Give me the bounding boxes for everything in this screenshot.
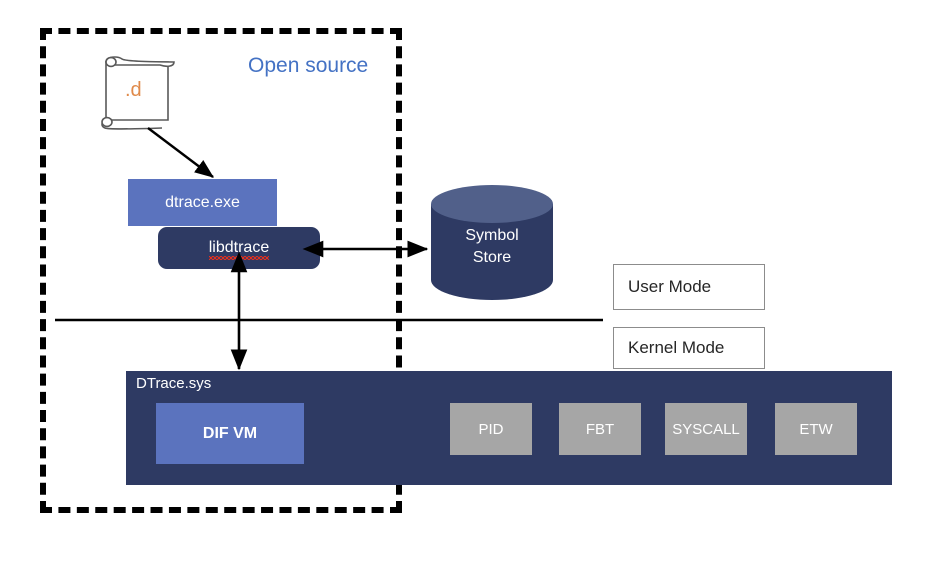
- kernel-mode-label: Kernel Mode: [628, 338, 725, 357]
- dtrace-exe-box[interactable]: dtrace.exe: [128, 179, 277, 226]
- symbol-store-label: Symbol Store: [429, 225, 555, 268]
- provider-box-pid[interactable]: PID: [450, 403, 532, 455]
- provider-box-etw[interactable]: ETW: [775, 403, 857, 455]
- open-source-boundary: [40, 28, 402, 513]
- libdtrace-label: libdtrace: [208, 239, 270, 260]
- dtrace-exe-label: dtrace.exe: [165, 193, 240, 211]
- provider-box-syscall[interactable]: SYSCALL: [665, 403, 747, 455]
- open-source-label: Open source: [248, 54, 369, 77]
- provider-label: FBT: [585, 420, 615, 438]
- scroll-document-icon: [96, 52, 184, 132]
- symbol-store-cylinder[interactable]: [429, 184, 555, 300]
- dif-vm-label: DIF VM: [202, 424, 258, 442]
- user-mode-legend-box: User Mode: [613, 264, 765, 310]
- provider-box-fbt[interactable]: FBT: [559, 403, 641, 455]
- provider-label: ETW: [799, 420, 833, 438]
- script-file-extension-label: .d: [125, 79, 142, 101]
- dtrace-sys-label: DTrace.sys: [136, 375, 212, 392]
- libdtrace-box[interactable]: libdtrace: [158, 227, 320, 269]
- provider-label: SYSCALL: [672, 420, 740, 438]
- symbol-store-label-line2: Store: [472, 248, 512, 266]
- kernel-mode-legend-box: Kernel Mode: [613, 327, 765, 369]
- dif-vm-box[interactable]: DIF VM: [156, 403, 304, 464]
- symbol-store-label-line1: Symbol: [465, 227, 519, 244]
- user-mode-label: User Mode: [628, 277, 712, 296]
- provider-label: PID: [478, 420, 504, 438]
